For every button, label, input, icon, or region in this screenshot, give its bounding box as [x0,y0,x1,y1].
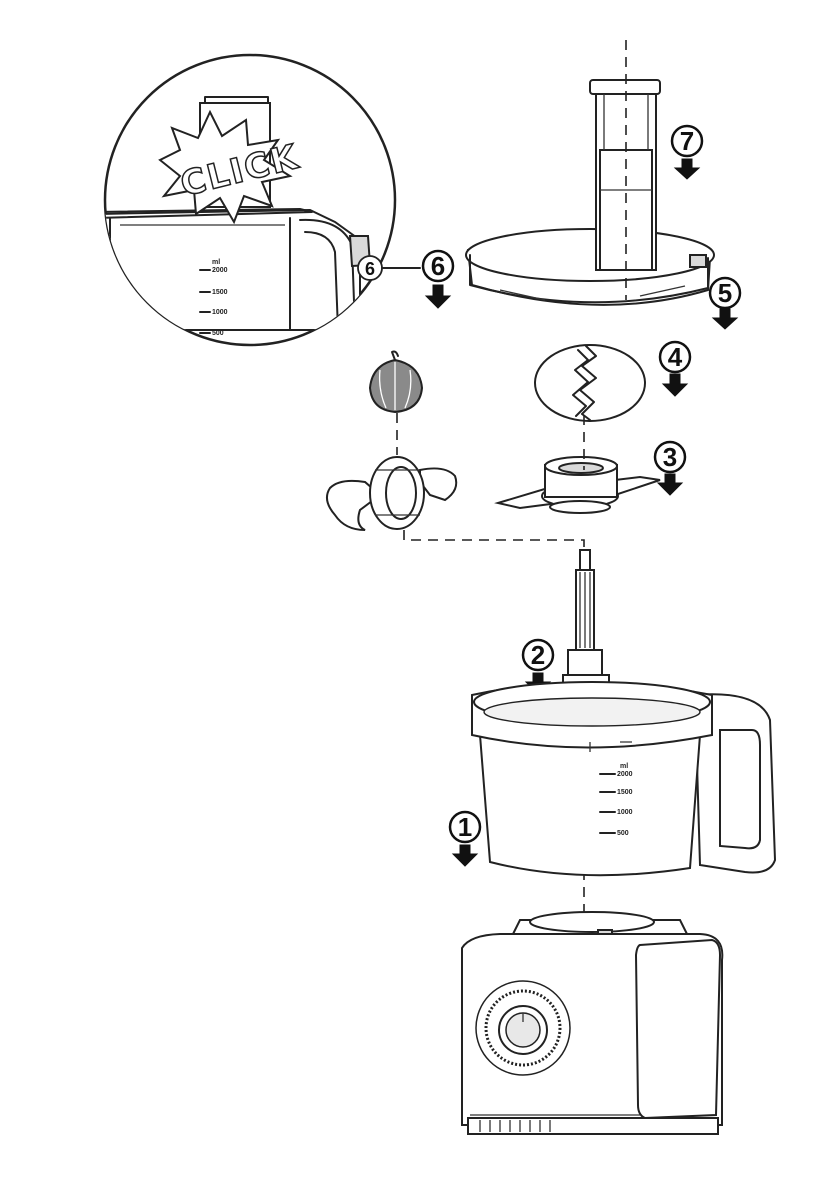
egg-item [535,345,645,421]
lid-assembly [466,80,714,305]
step-3-label: 3 [663,442,677,472]
step-3-arrow [658,474,682,495]
drive-shaft [563,550,609,693]
svg-text:6: 6 [365,259,375,279]
step-7-marker: 7 [672,126,702,179]
inset-step-6: 6 [358,256,382,280]
step-5-marker: 5 [710,278,740,329]
bowl-scale-500: 500 [617,830,629,837]
bowl-scale-1500: 1500 [617,789,633,796]
speed-dial [476,981,570,1075]
step-3-marker: 3 [655,442,685,495]
inset-scale-500: 500 [212,330,224,337]
step-7-label: 7 [680,126,694,156]
step-1-marker: 1 [450,812,480,866]
blade-disc [498,457,660,513]
inset-scale-1000: 1000 [212,309,228,316]
inset-scale-2000: 2000 [212,267,228,274]
step-2-label: 2 [531,640,545,670]
step-6-label: 6 [431,251,445,281]
inset-scale-unit: ml [212,259,220,266]
bowl-scale-1000: 1000 [617,809,633,816]
step-4-marker: 4 [660,342,690,396]
inset-detail: ml 2000 1500 1000 500 CLICK 6 [95,55,420,345]
step-6-marker: 6 [423,251,453,308]
step-5-arrow [713,309,737,329]
inset-scale-1500: 1500 [212,289,228,296]
step-1-label: 1 [458,812,472,842]
bowl-scale-2000: 2000 [617,771,633,778]
step-5-label: 5 [718,278,732,308]
step-7-arrow [675,159,699,179]
bowl-scale-unit: ml [620,763,628,770]
onion-item [370,352,422,413]
step-6-arrow [426,285,450,308]
step-4-arrow [663,374,687,396]
mixing-bowl: ml 2000 1500 1000 500 [472,682,775,875]
step-4-label: 4 [668,342,683,372]
chopping-blade [327,457,456,530]
motor-base [462,912,722,1134]
step-1-arrow [453,845,477,866]
